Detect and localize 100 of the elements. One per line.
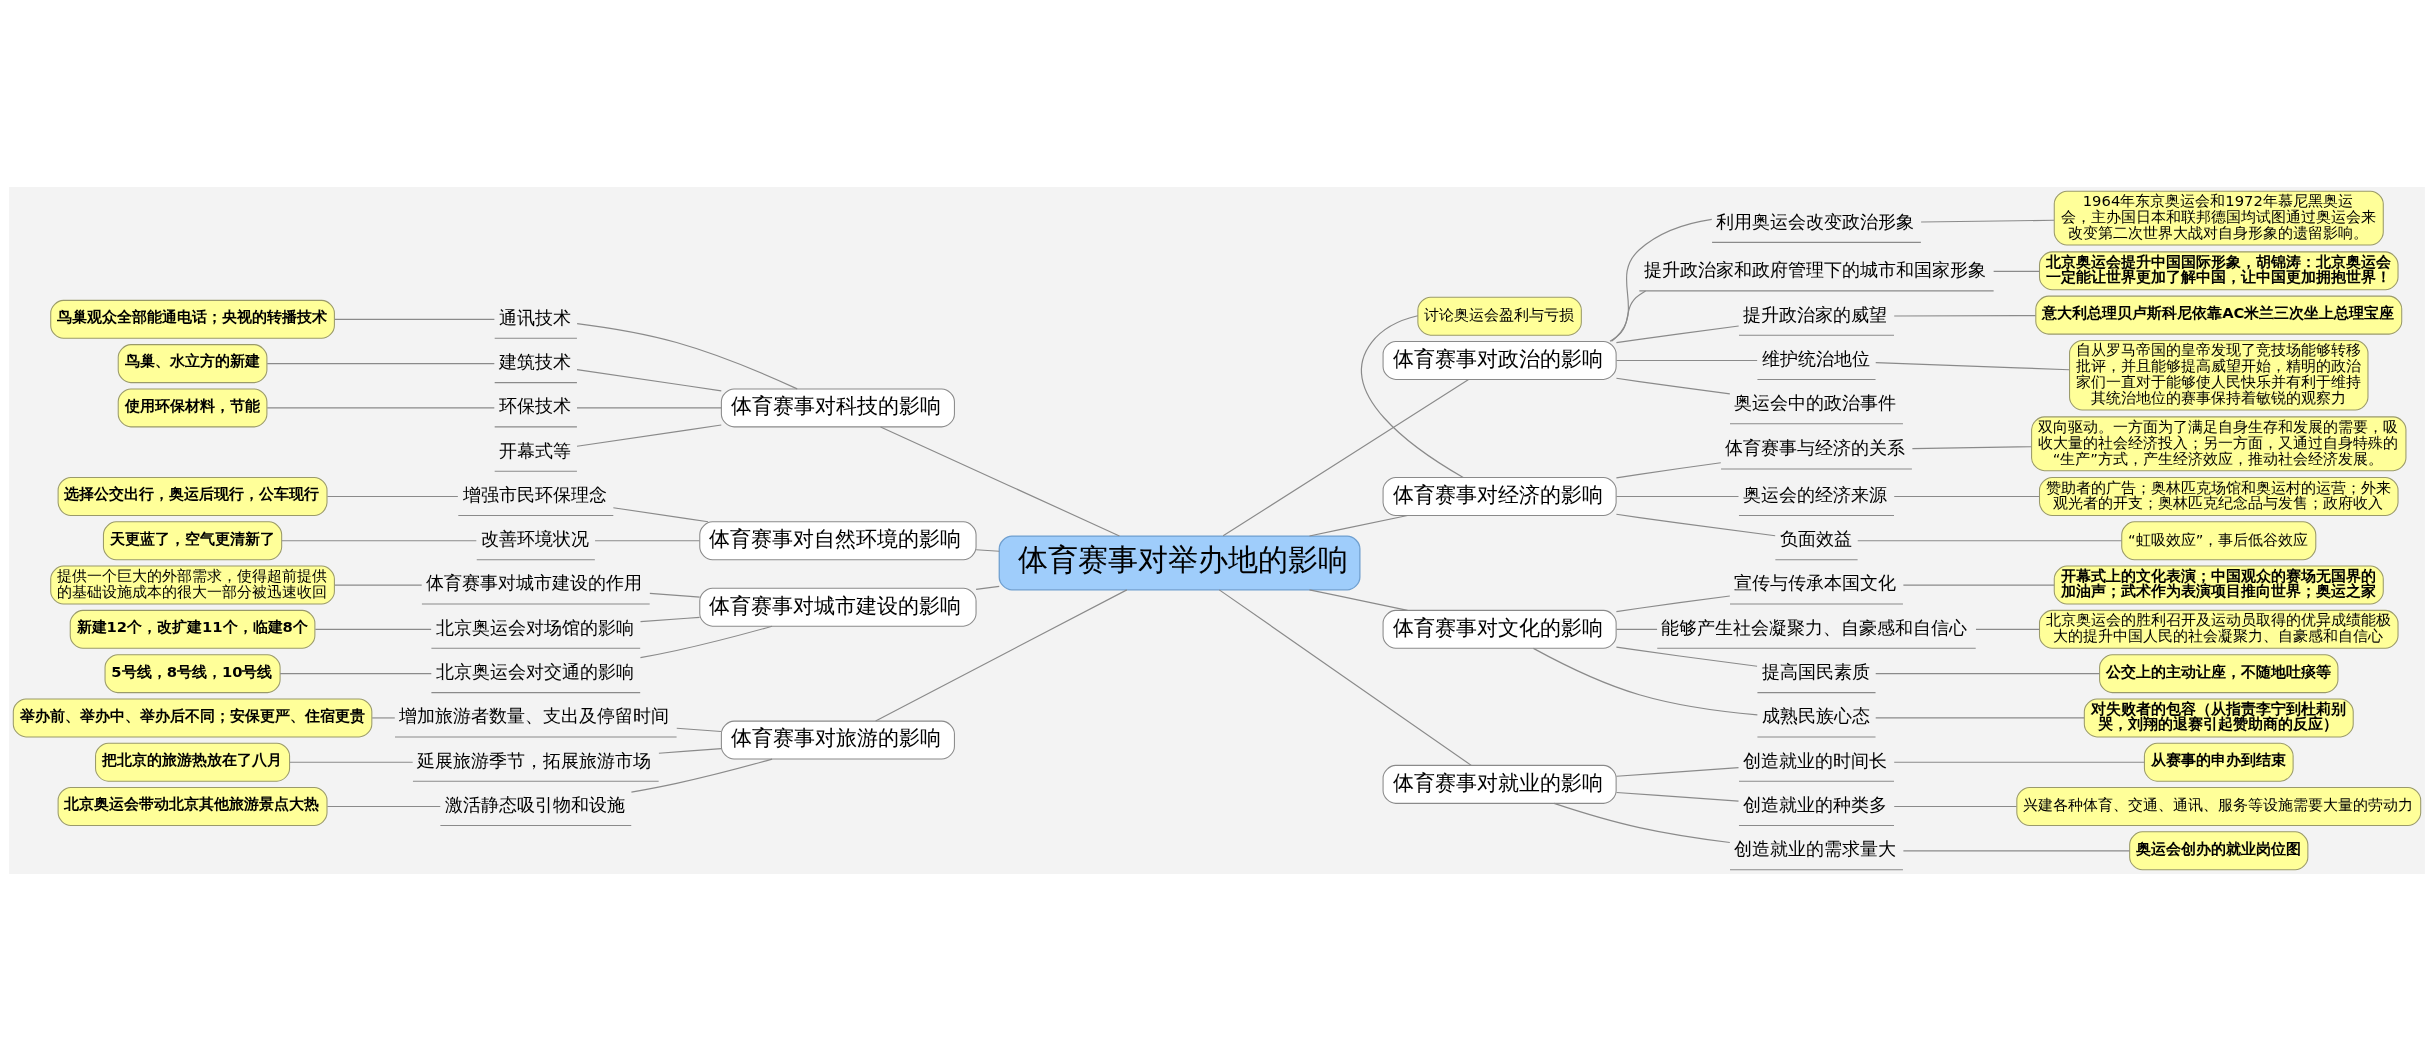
connector (1360, 314, 1464, 478)
node-box: 体育赛事对科技的影响 (720, 387, 955, 427)
node-text: 延展旅游季节，拓展旅游市场 (417, 749, 652, 771)
node-text: 提升政治家的威望 (1743, 303, 1888, 324)
connector (1893, 805, 2018, 807)
node-box: 从赛事的申办到结束 (2143, 742, 2294, 782)
connector (1218, 588, 1472, 766)
node-text: 激活静态吸引物和设施 (444, 793, 625, 815)
node-box: 鸟巢、水立方的新建 (117, 343, 268, 383)
connector (1308, 588, 1409, 611)
connector (975, 585, 1000, 590)
node-box: 北京奥运会提升中国国际形象，胡锦涛：北京奥运会一定能让世界更加了解中国，让中国更加拥抱世界！ (2038, 250, 2399, 290)
connector (1308, 514, 1409, 537)
node-box: 开幕式上的文化表演；中国观众的赛场无国界的加油声；武术作为表演项目推向世界；奥运之家 (2053, 565, 2384, 605)
connector (326, 805, 441, 807)
connector (1615, 513, 1776, 536)
node-box: 公交上的主动让座，不随地吐痰等 (2099, 653, 2339, 693)
connector (1615, 495, 1740, 497)
connector (576, 322, 798, 389)
node-box: 北京奥运会带动北京其他旅游景点大热 (57, 786, 328, 826)
node-box: 体育赛事对城市建设的影响 (699, 587, 977, 627)
node-box: 5号线，8号线，10号线 (104, 653, 281, 693)
connector (658, 747, 722, 754)
connector (1857, 539, 2123, 541)
connector (314, 628, 432, 630)
node-box: 1964年东京奥运会和1972年慕尼黑奥运会，主办国日本和联邦德国均试图通过奥运会来改变第二次世界大战对自身形象的遗留影响。 (2053, 190, 2384, 246)
node-text: 开幕式等 (498, 439, 571, 461)
connector (1993, 270, 2041, 272)
connector (1609, 290, 1647, 342)
connector (266, 406, 495, 408)
connector (1615, 461, 1722, 478)
node-box: 赞助者的广告；奥林匹克场馆和奥运村的运营；外来观光者的开支；奥林匹克纪念品与发售；政府收入 (2038, 476, 2399, 516)
node-text: 宣传与传承本国文化 (1734, 571, 1897, 593)
node-box: 体育赛事对政治的影响 (1382, 340, 1617, 380)
connector (880, 425, 1120, 537)
connector (1893, 761, 2145, 763)
connector (594, 539, 701, 541)
node-text: 提高国民素质 (1761, 660, 1870, 682)
connector (649, 592, 701, 598)
connector (576, 368, 722, 391)
node-box: 天更蓝了，空气更清新了 (102, 520, 283, 560)
connector (1615, 359, 1758, 361)
connector (334, 584, 423, 586)
node-text: 北京奥运会对交通的影响 (435, 660, 634, 682)
node-box: 北京奥运会的胜利召开及运动员取得的优异成绩能极大的提升中国人民的社会凝聚力、自豪感和自信心 (2038, 609, 2399, 649)
connector (1615, 628, 1658, 630)
node-text: 创造就业的需求量大 (1734, 837, 1897, 859)
node-text: 奥运会中的政治事件 (1734, 391, 1897, 413)
node-box: 举办前、举办中、举办后不同；安保更严、住宿更贵 (12, 697, 373, 737)
connector (371, 716, 396, 719)
connector (1610, 218, 1713, 342)
node-text: 增强市民环保理念 (462, 483, 607, 505)
node-text: 体育赛事与经济的关系 (1725, 436, 1906, 458)
connector (1532, 647, 1758, 715)
node-box: 新建12个，改扩建11个，临建8个 (69, 609, 316, 649)
node-box: 兴建各种体育、交通、通讯、服务等设施需要大量的劳动力 (2016, 786, 2422, 826)
connector (875, 588, 1128, 722)
connector (612, 506, 709, 522)
connector (1893, 495, 2040, 497)
node-text: 利用奥运会改变政治形象 (1716, 210, 1915, 232)
connector (639, 625, 773, 658)
connector (266, 362, 495, 364)
connector (630, 758, 773, 793)
node-box: 鸟巢观众全部能通电话；央视的转播技术 (50, 299, 335, 339)
node-box: 体育赛事对旅游的影响 (720, 720, 955, 760)
connector (1615, 646, 1758, 667)
node-box: 自从罗马帝国的皇帝发现了竞技场能够转移批评，并且能够提高威望开始，精明的政治家们一直对于能够使人民快乐并有利于维持其统治地位的赛事保持着敏锐的观察力 (2069, 339, 2369, 411)
node-text: 创造就业的时间长 (1743, 749, 1888, 771)
connector (1875, 716, 2085, 719)
connector (1222, 378, 1470, 536)
node-box: 对失败者的包容（从指责李宁到杜莉别哭，刘翔的退赛引起赞助商的反应） (2083, 697, 2354, 737)
connector (1553, 802, 1731, 843)
connector (1920, 219, 2055, 223)
connector (1615, 594, 1731, 612)
connector (289, 761, 414, 763)
connector (676, 727, 722, 732)
connector (1615, 766, 1740, 777)
connector (975, 548, 1000, 552)
node-text: 体育赛事对城市建设的作用 (426, 571, 643, 593)
node-box: 讨论奥运会盈利与亏损 (1417, 296, 1582, 336)
connector (1615, 791, 1740, 802)
connector (1615, 377, 1731, 394)
node-box: 体育赛事对自然环境的影响 (699, 520, 977, 560)
connector (1615, 324, 1740, 343)
node-box: 意大利总理贝卢斯科尼依靠AC米兰三次坐上总理宝座 (2035, 295, 2403, 335)
node-box: 奥运会创办的就业岗位图 (2129, 830, 2309, 870)
node-text: 改善环境状况 (480, 527, 589, 549)
node-box: 体育赛事对文化的影响 (1382, 609, 1617, 649)
node-box: 体育赛事对就业的影响 (1382, 764, 1617, 804)
node-text: 能够产生社会凝聚力、自豪感和自信心 (1661, 616, 1968, 638)
node-box: 双向驱动。一方面为了满足自身生存和发展的需要，吸收大量的社会经济投入；另一方面，又通过自身特殊的“生产”方式，产生经济效应，推动社会经济发展。 (2031, 415, 2407, 471)
connector (1875, 361, 2070, 370)
node-text: 成熟民族心态 (1761, 704, 1870, 726)
node-text: 提升政治家和政府管理下的城市和国家形象 (1643, 258, 1986, 280)
node-text: 奥运会的经济来源 (1743, 483, 1888, 505)
node-text: 增加旅游者数量、支出及停留时间 (399, 704, 670, 726)
node-text: 负面效益 (1779, 527, 1852, 549)
node-text: 建筑技术 (498, 350, 571, 372)
node-box: 提供一个巨大的外部需求，使得超前提供的基础设施成本的很大一部分被迅速收回 (50, 565, 335, 605)
connector (1975, 628, 2041, 630)
